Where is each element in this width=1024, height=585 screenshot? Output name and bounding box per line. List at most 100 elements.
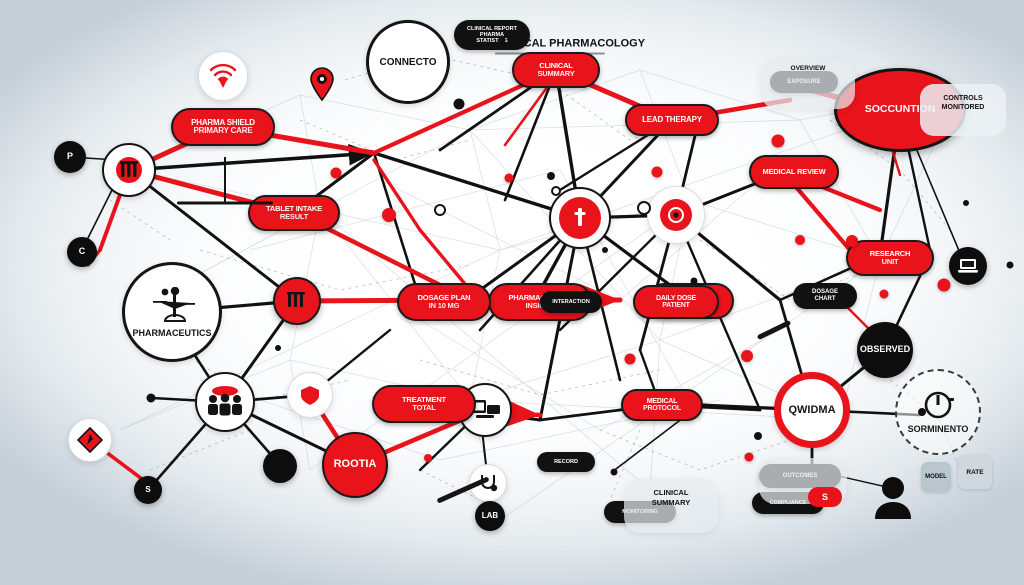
pill-line2: RESULT	[279, 212, 309, 221]
shield-icon-node[interactable]	[287, 372, 333, 418]
edge-dot-black	[602, 247, 608, 253]
chip-model[interactable]: MODEL	[921, 462, 951, 492]
soft-card-title: OVERVIEW	[790, 65, 826, 72]
red-pill-med-protocol[interactable]: MEDICAL PROTOCOL	[621, 389, 703, 421]
edge-ring-dot	[637, 201, 651, 215]
edge-dot-black	[918, 408, 926, 416]
red-pill-dosage-plan[interactable]: DOSAGE PLAN IN 10 MG	[397, 283, 491, 321]
pill-line1: PHARMA SHIELD	[191, 117, 255, 127]
barcode-icon	[287, 292, 305, 307]
hub-left-inner	[559, 197, 601, 239]
red-pill-medical-review[interactable]: MEDICAL REVIEW	[749, 155, 839, 189]
soft-card-title: CONTROLS MONITORED	[920, 94, 1006, 113]
edge-dot-black	[963, 200, 969, 206]
hub-center-left-node[interactable]	[549, 187, 611, 249]
diamond-alert-icon-node[interactable]	[68, 418, 112, 462]
black-circle-dot[interactable]	[263, 449, 297, 483]
edge-dot-black	[610, 468, 618, 476]
laptop-icon	[958, 259, 978, 273]
heading-text: CLINICAL PHARMACOLOGY	[494, 37, 646, 50]
edge-ring-dot	[434, 204, 446, 216]
soft-card-dosage[interactable]: CONTROLS MONITORED	[920, 84, 1006, 136]
wifi-signal-icon-node[interactable]	[198, 51, 248, 101]
black-pill-interaction[interactable]: INTERACTION	[540, 291, 602, 313]
black-pill-line2: PHARMA STATISTICS	[476, 31, 508, 45]
pharmaceutics-label: PHARMACEUTICS	[132, 327, 212, 338]
hub-right-inner	[660, 199, 692, 231]
black-circle-lab[interactable]: LAB	[475, 501, 505, 531]
black-circle-s[interactable]: S	[134, 476, 162, 504]
red-pill-tablet-intake[interactable]: TABLET INTAKE RESULT	[248, 195, 340, 231]
edge-dot-black	[547, 172, 555, 180]
edge-dot-red	[382, 208, 396, 222]
red-pill-lead-therapy[interactable]: LEAD THERAPY	[625, 104, 719, 136]
pill-line2: PATIENT	[662, 302, 690, 309]
pill-line2: UNIT	[881, 257, 899, 266]
red-pill-clinical-summary[interactable]: CLINICAL SUMMARY	[512, 52, 600, 88]
sorminento-circle-node[interactable]: SORMINENTO	[895, 369, 981, 455]
observed-circle-node[interactable]: OBSERVED	[857, 322, 913, 378]
soft-card-line2: MONITORED	[941, 104, 985, 112]
soft-card-title: CLINICAL SUMMARY	[624, 488, 718, 508]
pill-line2: IN 10 MG	[428, 301, 460, 310]
black-circle-p[interactable]: P	[54, 141, 86, 173]
connecto-circle-node[interactable]: CONNECTO	[366, 20, 450, 104]
soft-card-safety[interactable]: OVERVIEW	[761, 59, 855, 109]
edge-dot-red	[937, 278, 951, 292]
pill-line1: MEDICAL REVIEW	[762, 167, 826, 177]
shield-icon	[301, 386, 319, 405]
soft-card-line2: SUMMARY	[651, 498, 691, 508]
soft-card-line1: CONTROLS	[943, 95, 983, 102]
edge-dot-black	[146, 393, 156, 403]
s-badge[interactable]: S	[808, 487, 842, 507]
beam-vertical	[224, 157, 226, 203]
pill-line1: TREATMENT	[402, 395, 446, 405]
edge-dot-red	[771, 134, 785, 148]
pill-line1: TABLET INTAKE	[266, 204, 322, 214]
black-pill-record[interactable]: RECORD	[537, 452, 595, 472]
edge-dot-red	[879, 289, 889, 299]
edge-ring-dot	[551, 186, 561, 196]
black-pill-clinical-caption[interactable]: CLINICAL REPORT PHARMA STATISTICS	[454, 20, 530, 50]
chip-rate[interactable]: RATE	[958, 455, 992, 489]
pill-line1: RESEARCH	[869, 249, 911, 259]
pharmaceutics-circle-node[interactable]: PHARMACEUTICS	[122, 262, 222, 362]
pill-line2: TOTAL	[412, 403, 436, 412]
soft-card-summary[interactable]: CLINICAL SUMMARY	[624, 479, 718, 533]
red-pill-treatment[interactable]: TREATMENT TOTAL	[372, 385, 476, 423]
edge-dot-red	[624, 353, 636, 365]
map-pin-icon	[310, 67, 334, 101]
person-avatar-icon-node[interactable]	[872, 475, 914, 519]
hub-center-right-node[interactable]	[647, 186, 705, 244]
black-pill-line1: INTERACTION	[552, 298, 590, 305]
red-hub-left-node[interactable]	[273, 277, 321, 325]
black-pill-line1: CLINICAL REPORT	[466, 25, 517, 32]
people-group-icon	[208, 386, 242, 416]
pill-line2: PRIMARY CARE	[193, 126, 253, 135]
edge-dot-red	[651, 166, 663, 178]
edge-dot-red	[424, 454, 432, 462]
people-group-icon-node[interactable]	[195, 372, 255, 432]
syringe-icon	[574, 208, 586, 226]
black-pill-line1: RECORD	[554, 458, 578, 465]
laptop-icon-node[interactable]	[949, 247, 987, 285]
black-pill-dosage-chart[interactable]: DOSAGE CHART	[793, 283, 857, 309]
black-circle-c[interactable]: C	[67, 237, 97, 267]
rootia-circle-node[interactable]: ROOTIA	[322, 432, 388, 498]
pill-line1: DAILY DOSE	[655, 294, 696, 302]
pill-line1: MEDICAL	[646, 397, 678, 405]
pill-bottle-icon-node[interactable]	[102, 143, 156, 197]
pill-line2: SUMMARY	[537, 69, 575, 78]
gauge-icon	[924, 391, 954, 419]
edge-dot-black	[453, 98, 465, 110]
map-pin-icon-node[interactable]	[309, 67, 335, 101]
edge-dot-black	[1006, 261, 1014, 269]
beam-horizontal	[177, 201, 273, 205]
red-pill-daily-dose[interactable]: DAILY DOSE PATIENT	[633, 285, 719, 319]
red-pill-pharma-shield[interactable]: PHARMA SHIELD PRIMARY CARE	[171, 108, 275, 146]
red-pill-research-unit[interactable]: RESEARCH UNIT	[846, 240, 934, 276]
edge-dot-red	[330, 167, 342, 179]
wifi-signal-icon	[209, 63, 237, 88]
qwidma-circle-node[interactable]: QWIDMA	[774, 372, 850, 448]
